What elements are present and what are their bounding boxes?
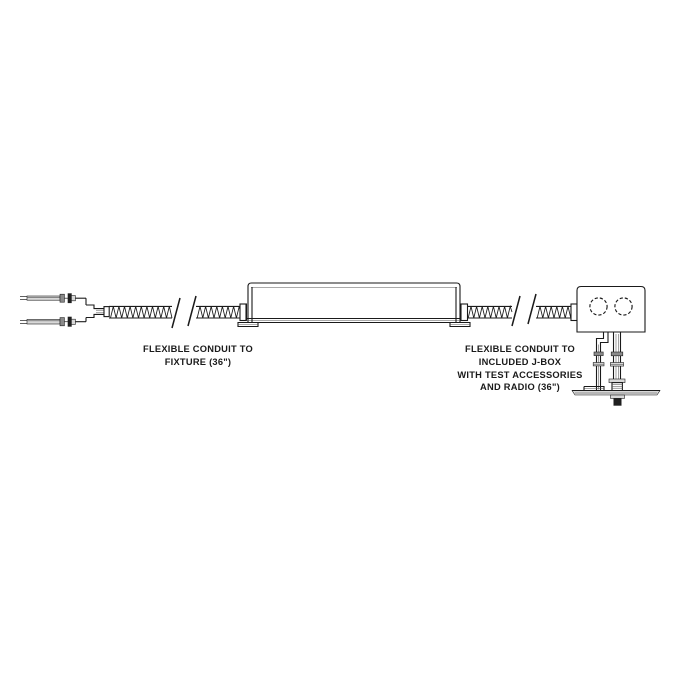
driver-enclosure — [237, 282, 471, 328]
center-stud — [610, 394, 625, 406]
caption-right-line-1: FLEXIBLE CONDUIT TO — [465, 344, 575, 354]
caption-right-line-3: WITH TEST ACCESSORIES — [457, 369, 583, 380]
stem-right — [608, 332, 626, 392]
caption-left-line-1: FLEXIBLE CONDUIT TO — [143, 344, 253, 354]
break-line-left — [171, 295, 197, 329]
stem-left — [592, 332, 609, 390]
wire-lead-lower — [20, 316, 87, 327]
caption-right-line-4: AND RADIO (36") — [480, 382, 560, 393]
caption-left-line-2: FIXTURE (36") — [164, 356, 232, 367]
caption-flexible-conduit-to-jbox: FLEXIBLE CONDUIT TO INCLUDED J-BOX WITH … — [340, 343, 700, 394]
left-conduit-segment-a — [109, 305, 173, 319]
caption-right-line-2: INCLUDED J-BOX — [478, 356, 562, 367]
knockout-left-icon — [589, 297, 608, 316]
right-conduit-segment-b — [536, 303, 578, 322]
wire-harness-junction — [86, 304, 110, 319]
caption-flexible-conduit-to-fixture: FLEXIBLE CONDUIT TO FIXTURE (36") — [0, 343, 396, 369]
wire-leads-group — [20, 293, 110, 327]
break-line-right — [511, 293, 537, 327]
mounting-plate — [571, 385, 661, 396]
stem-collar-left-upper — [593, 351, 604, 356]
right-conduit-segment-a — [460, 303, 513, 322]
sensor-stem-assembly — [571, 332, 661, 406]
knockout-right-icon — [614, 297, 633, 316]
wire-lead-upper — [20, 293, 87, 305]
junction-box — [576, 285, 646, 333]
left-conduit-segment-b — [196, 303, 248, 322]
stem-collar-right-upper — [610, 351, 624, 357]
